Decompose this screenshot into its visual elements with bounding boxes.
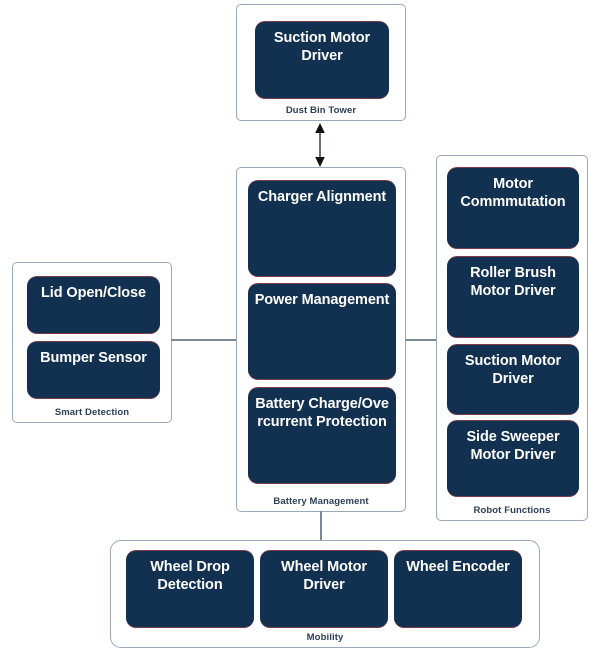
node-bumper-sensor[interactable]: Bumper Sensor	[27, 341, 160, 399]
node-battery-charge-overcurrent-protection[interactable]: Battery Charge/Overcurrent Protection	[248, 387, 396, 484]
connector-smart-detection-to-battery	[171, 339, 237, 341]
node-charger-alignment[interactable]: Charger Alignment	[248, 180, 396, 277]
node-label: Side Sweeper Motor Driver	[466, 429, 560, 463]
node-suction-motor-driver-robot[interactable]: Suction Motor Driver	[447, 344, 579, 415]
node-label: Power Management	[254, 292, 390, 308]
group-dust-bin-tower: Suction Motor Driver Dust Bin Tower	[236, 4, 406, 121]
node-side-sweeper-motor-driver[interactable]: Side Sweeper Motor Driver	[447, 420, 579, 497]
node-suction-motor-driver-dust-bin[interactable]: Suction Motor Driver	[255, 21, 389, 99]
group-label-robot-functions: Robot Functions	[473, 505, 551, 516]
group-label-mobility: Mobility	[306, 632, 344, 643]
node-label: Roller Brush Motor Driver	[470, 265, 556, 299]
group-label-dust-bin-tower: Dust Bin Tower	[285, 105, 357, 116]
node-power-management[interactable]: Power Management	[248, 283, 396, 380]
group-label-battery-management: Battery Management	[273, 496, 369, 507]
group-label-smart-detection: Smart Detection	[54, 407, 130, 418]
node-motor-commutation[interactable]: Motor Commmutation	[447, 167, 579, 249]
group-smart-detection: Lid Open/Close Bumper Sensor Smart Detec…	[12, 262, 172, 423]
node-label: Suction Motor Driver	[273, 30, 371, 64]
group-battery-management: Charger Alignment Power Management Batte…	[236, 167, 406, 512]
node-label: Battery Charge/Overcurrent Protection	[255, 396, 389, 430]
node-label: Wheel Drop Detection	[150, 559, 230, 593]
node-roller-brush-motor-driver[interactable]: Roller Brush Motor Driver	[447, 256, 579, 338]
node-wheel-motor-driver[interactable]: Wheel Motor Driver	[260, 550, 388, 628]
connector-battery-to-robot-functions	[405, 339, 437, 341]
node-label: Lid Open/Close	[41, 285, 146, 301]
connector-battery-to-mobility	[320, 511, 322, 541]
node-label: Motor Commmutation	[460, 176, 566, 210]
connector-battery-to-dustbin	[311, 123, 329, 167]
group-mobility: Wheel Drop Detection Wheel Motor Driver …	[110, 540, 540, 648]
group-robot-functions: Motor Commmutation Roller Brush Motor Dr…	[436, 155, 588, 521]
node-label: Bumper Sensor	[40, 350, 147, 366]
node-label: Suction Motor Driver	[464, 353, 562, 387]
node-wheel-encoder[interactable]: Wheel Encoder	[394, 550, 522, 628]
node-lid-open-close[interactable]: Lid Open/Close	[27, 276, 160, 334]
node-wheel-drop-detection[interactable]: Wheel Drop Detection	[126, 550, 254, 628]
node-label: Wheel Encoder	[406, 559, 510, 575]
node-label: Charger Alignment	[257, 189, 387, 205]
node-label: Wheel Motor Driver	[281, 559, 367, 593]
